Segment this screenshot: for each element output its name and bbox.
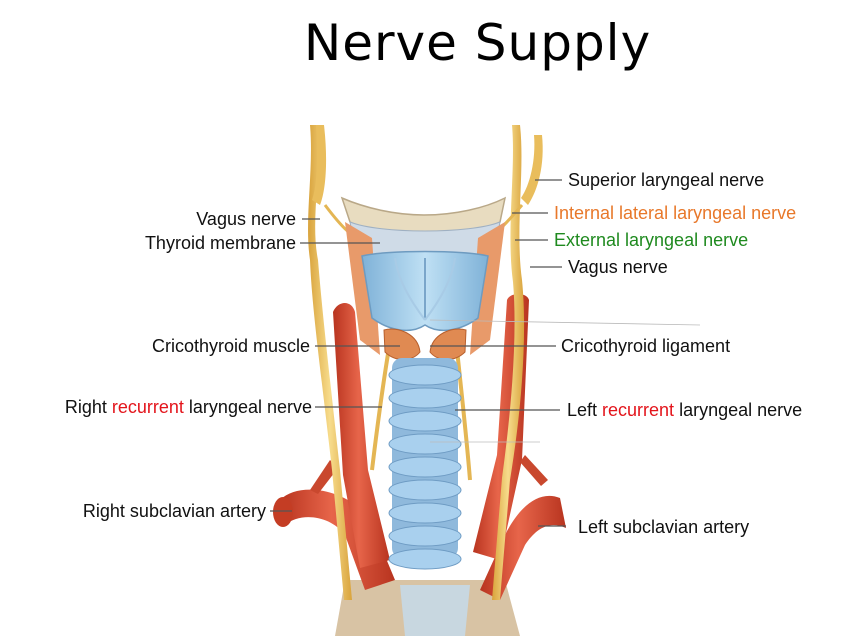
left-vagus-nerve — [492, 125, 525, 600]
label-internal-lateral-laryngeal-nerve: Internal lateral laryngeal nerve — [554, 203, 797, 223]
label-vagus-nerve-right: Vagus nerve — [196, 209, 296, 229]
trachea — [388, 358, 462, 570]
label-cricothyroid-ligament: Cricothyroid ligament — [561, 336, 731, 356]
label-external-laryngeal-nerve: External laryngeal nerve — [554, 230, 749, 250]
right-subclavian-artery-end — [273, 497, 293, 527]
label-thyroid-membrane: Thyroid membrane — [144, 233, 296, 253]
right-carotid-artery — [333, 303, 390, 568]
label-vagus-nerve-left: Vagus nerve — [568, 257, 668, 277]
page-title: Nerve Supply — [303, 14, 652, 72]
label-right-recurrent-laryngeal-nerve: Right recurrent laryngeal nerve — [64, 397, 312, 417]
leader-lines — [270, 179, 701, 527]
label-left-subclavian-artery: Left subclavian artery — [578, 517, 750, 537]
base-tissue — [335, 580, 520, 636]
label-superior-laryngeal-nerve: Superior laryngeal nerve — [568, 170, 765, 190]
label-right-subclavian-artery: Right subclavian artery — [82, 501, 266, 521]
cricothyroid-muscle-shape — [383, 328, 421, 360]
right-vagus-nerve — [308, 125, 352, 600]
label-cricothyroid-muscle: Cricothyroid muscle — [151, 336, 310, 356]
label-left-recurrent-laryngeal-nerve: Left recurrent laryngeal nerve — [567, 400, 803, 420]
